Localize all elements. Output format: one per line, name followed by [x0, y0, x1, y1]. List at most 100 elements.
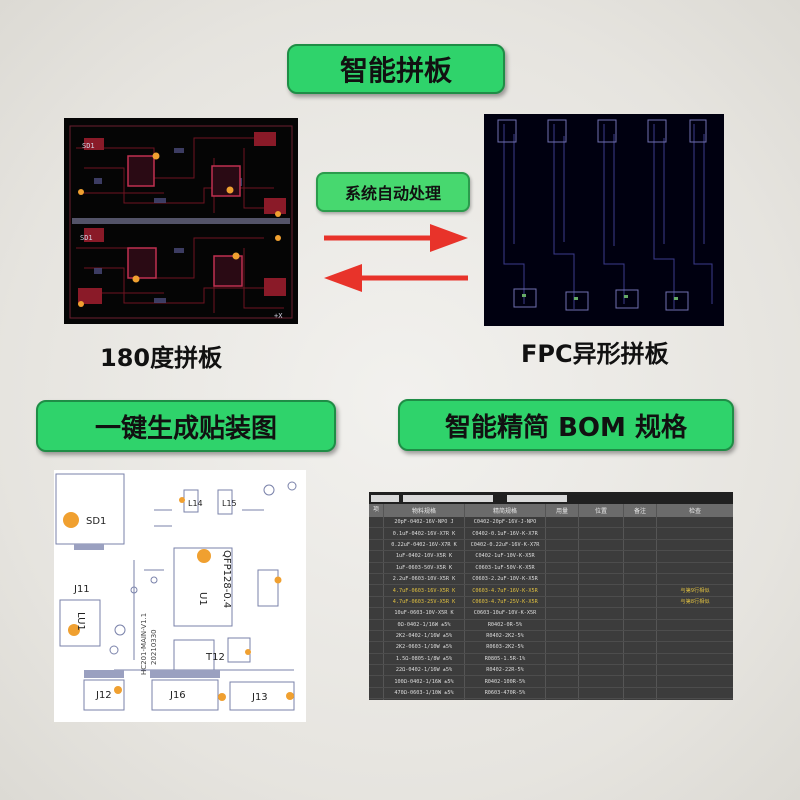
- table-cell: 1uF-0402-10V-X5R K: [384, 551, 465, 562]
- table-row[interactable]: 2K2-0603-1/10W ±5%R0603-2K2-5%: [369, 642, 733, 654]
- pcb-180-svg: SD1 SD1 +X: [69, 125, 293, 320]
- table-cell: 0.22uF-0402-16V-X7R K: [384, 539, 465, 551]
- table-cell: [546, 642, 579, 653]
- table-cell: [657, 676, 733, 686]
- table-cell: [657, 631, 733, 641]
- table-cell: [546, 687, 579, 699]
- table-cell: [369, 585, 384, 596]
- table-cell: [657, 620, 733, 630]
- table-cell: [579, 573, 624, 585]
- table-cell: [579, 653, 624, 665]
- pcb-label-sd1-bottom: SD1: [80, 234, 93, 242]
- table-cell: [369, 562, 384, 573]
- table-cell: [624, 585, 657, 596]
- table-cell: [657, 699, 733, 700]
- table-row[interactable]: 2K2-0402-1/16W ±5%R0402-2K2-5%: [369, 630, 733, 643]
- table-cell: [657, 551, 733, 561]
- arrow-left: [324, 264, 468, 292]
- table-cell: 22Ω-0402-1/16W ±5%: [384, 665, 465, 676]
- table-cell: C0603-4.7uF-25V-K-X5R: [465, 596, 546, 608]
- table-cell: 2K2-0402-1/16W ±5%: [384, 630, 465, 642]
- table-cell: [624, 539, 657, 551]
- table-cell: [579, 551, 624, 562]
- table-row[interactable]: 22Ω-0402-1/16W ±5%R0402-22R-5%: [369, 665, 733, 677]
- table-cell: R0805-1.5R-1%: [465, 653, 546, 665]
- table-cell: 2.2uF-0603-10V-X5R K: [384, 573, 465, 585]
- table-cell: [657, 608, 733, 618]
- assembly-label-sd1: SD1: [86, 516, 106, 527]
- bom-toolbar: [369, 492, 733, 504]
- table-cell: 与第8行相似: [680, 599, 710, 606]
- assembly-label-date: 20210330: [150, 629, 158, 665]
- table-cell: C0603-1uF-50V-K-X5R: [465, 562, 546, 573]
- pcb-180-panel-image: SD1 SD1 +X: [64, 118, 298, 324]
- bom-header-cell: 用量: [546, 504, 579, 517]
- table-cell: [657, 563, 733, 573]
- table-cell: [624, 630, 657, 642]
- table-cell: [546, 562, 579, 573]
- table-row[interactable]: 0Ω-0402-1/16W ±5%R0402-0R-5%: [369, 619, 733, 631]
- table-cell: [657, 574, 733, 584]
- table-row[interactable]: 1K-0402-1/16W ±5%R0402-1K-5%: [369, 699, 733, 700]
- table-cell: [369, 676, 384, 687]
- bom-toolbar-field-2[interactable]: [403, 494, 493, 502]
- table-cell: C0603-4.7uF-16V-K-X5R: [465, 585, 546, 596]
- table-cell: [624, 699, 657, 700]
- assembly-label-t12: T12: [205, 652, 225, 663]
- table-cell: C0402-0.22uF-16V-K-X7R: [465, 539, 546, 551]
- table-cell: [369, 630, 384, 642]
- table-cell: [369, 539, 384, 551]
- bom-header-cell: 精简规格: [465, 504, 546, 517]
- table-cell: 0.1uF-0402-16V-X7R K: [384, 528, 465, 539]
- table-cell: 2K2-0603-1/10W ±5%: [384, 642, 465, 653]
- banner-auto-process-text: 系统自动处理: [344, 184, 441, 203]
- banner-assembly-drawing-text: 一键生成贴装图: [94, 413, 277, 444]
- table-cell: 10uF-0603-10V-X5R K: [384, 608, 465, 619]
- table-cell: [624, 517, 657, 528]
- table-cell: [579, 517, 624, 528]
- table-cell: [579, 699, 624, 700]
- table-cell: [624, 596, 657, 608]
- table-cell: R0402-100R-5%: [465, 676, 546, 687]
- bom-toolbar-field-1[interactable]: [371, 494, 399, 502]
- table-cell: [657, 540, 733, 550]
- table-cell: [657, 528, 733, 538]
- table-cell: [624, 665, 657, 676]
- table-row[interactable]: 100Ω-0402-1/16W ±5%R0402-100R-5%: [369, 676, 733, 688]
- table-cell: 1.5Ω-0805-1/8W ±5%: [384, 653, 465, 665]
- table-cell: C0402-0.1uF-16V-K-X7R: [465, 528, 546, 539]
- table-cell: R0402-1K-5%: [465, 699, 546, 700]
- table-cell: [579, 528, 624, 539]
- table-cell: 470Ω-0603-1/10W ±5%: [384, 687, 465, 699]
- banner-smart-panel-text: 智能拼板: [339, 54, 452, 87]
- table-cell: [579, 619, 624, 630]
- table-cell: [624, 562, 657, 573]
- table-row[interactable]: 470Ω-0603-1/10W ±5%R0603-470R-5%: [369, 687, 733, 700]
- table-cell: 1K-0402-1/16W ±5%: [384, 699, 465, 700]
- table-cell: [579, 585, 624, 596]
- assembly-label-u1: U1: [197, 592, 208, 606]
- table-cell: [369, 517, 384, 528]
- assembly-label-l14: L14: [188, 499, 203, 508]
- table-cell: [546, 551, 579, 562]
- table-cell: [579, 596, 624, 608]
- table-row[interactable]: 1.5Ω-0805-1/8W ±5%R0805-1.5R-1%: [369, 653, 733, 666]
- table-cell: [369, 596, 384, 608]
- arrow-right: [324, 224, 468, 252]
- caption-fpc-panel: FPC异形拼板: [521, 340, 669, 368]
- banner-auto-process: 系统自动处理: [316, 172, 470, 212]
- bom-toolbar-field-3[interactable]: [507, 494, 567, 502]
- table-cell: [546, 517, 579, 528]
- table-cell: R0603-470R-5%: [465, 687, 546, 699]
- table-cell: [546, 653, 579, 665]
